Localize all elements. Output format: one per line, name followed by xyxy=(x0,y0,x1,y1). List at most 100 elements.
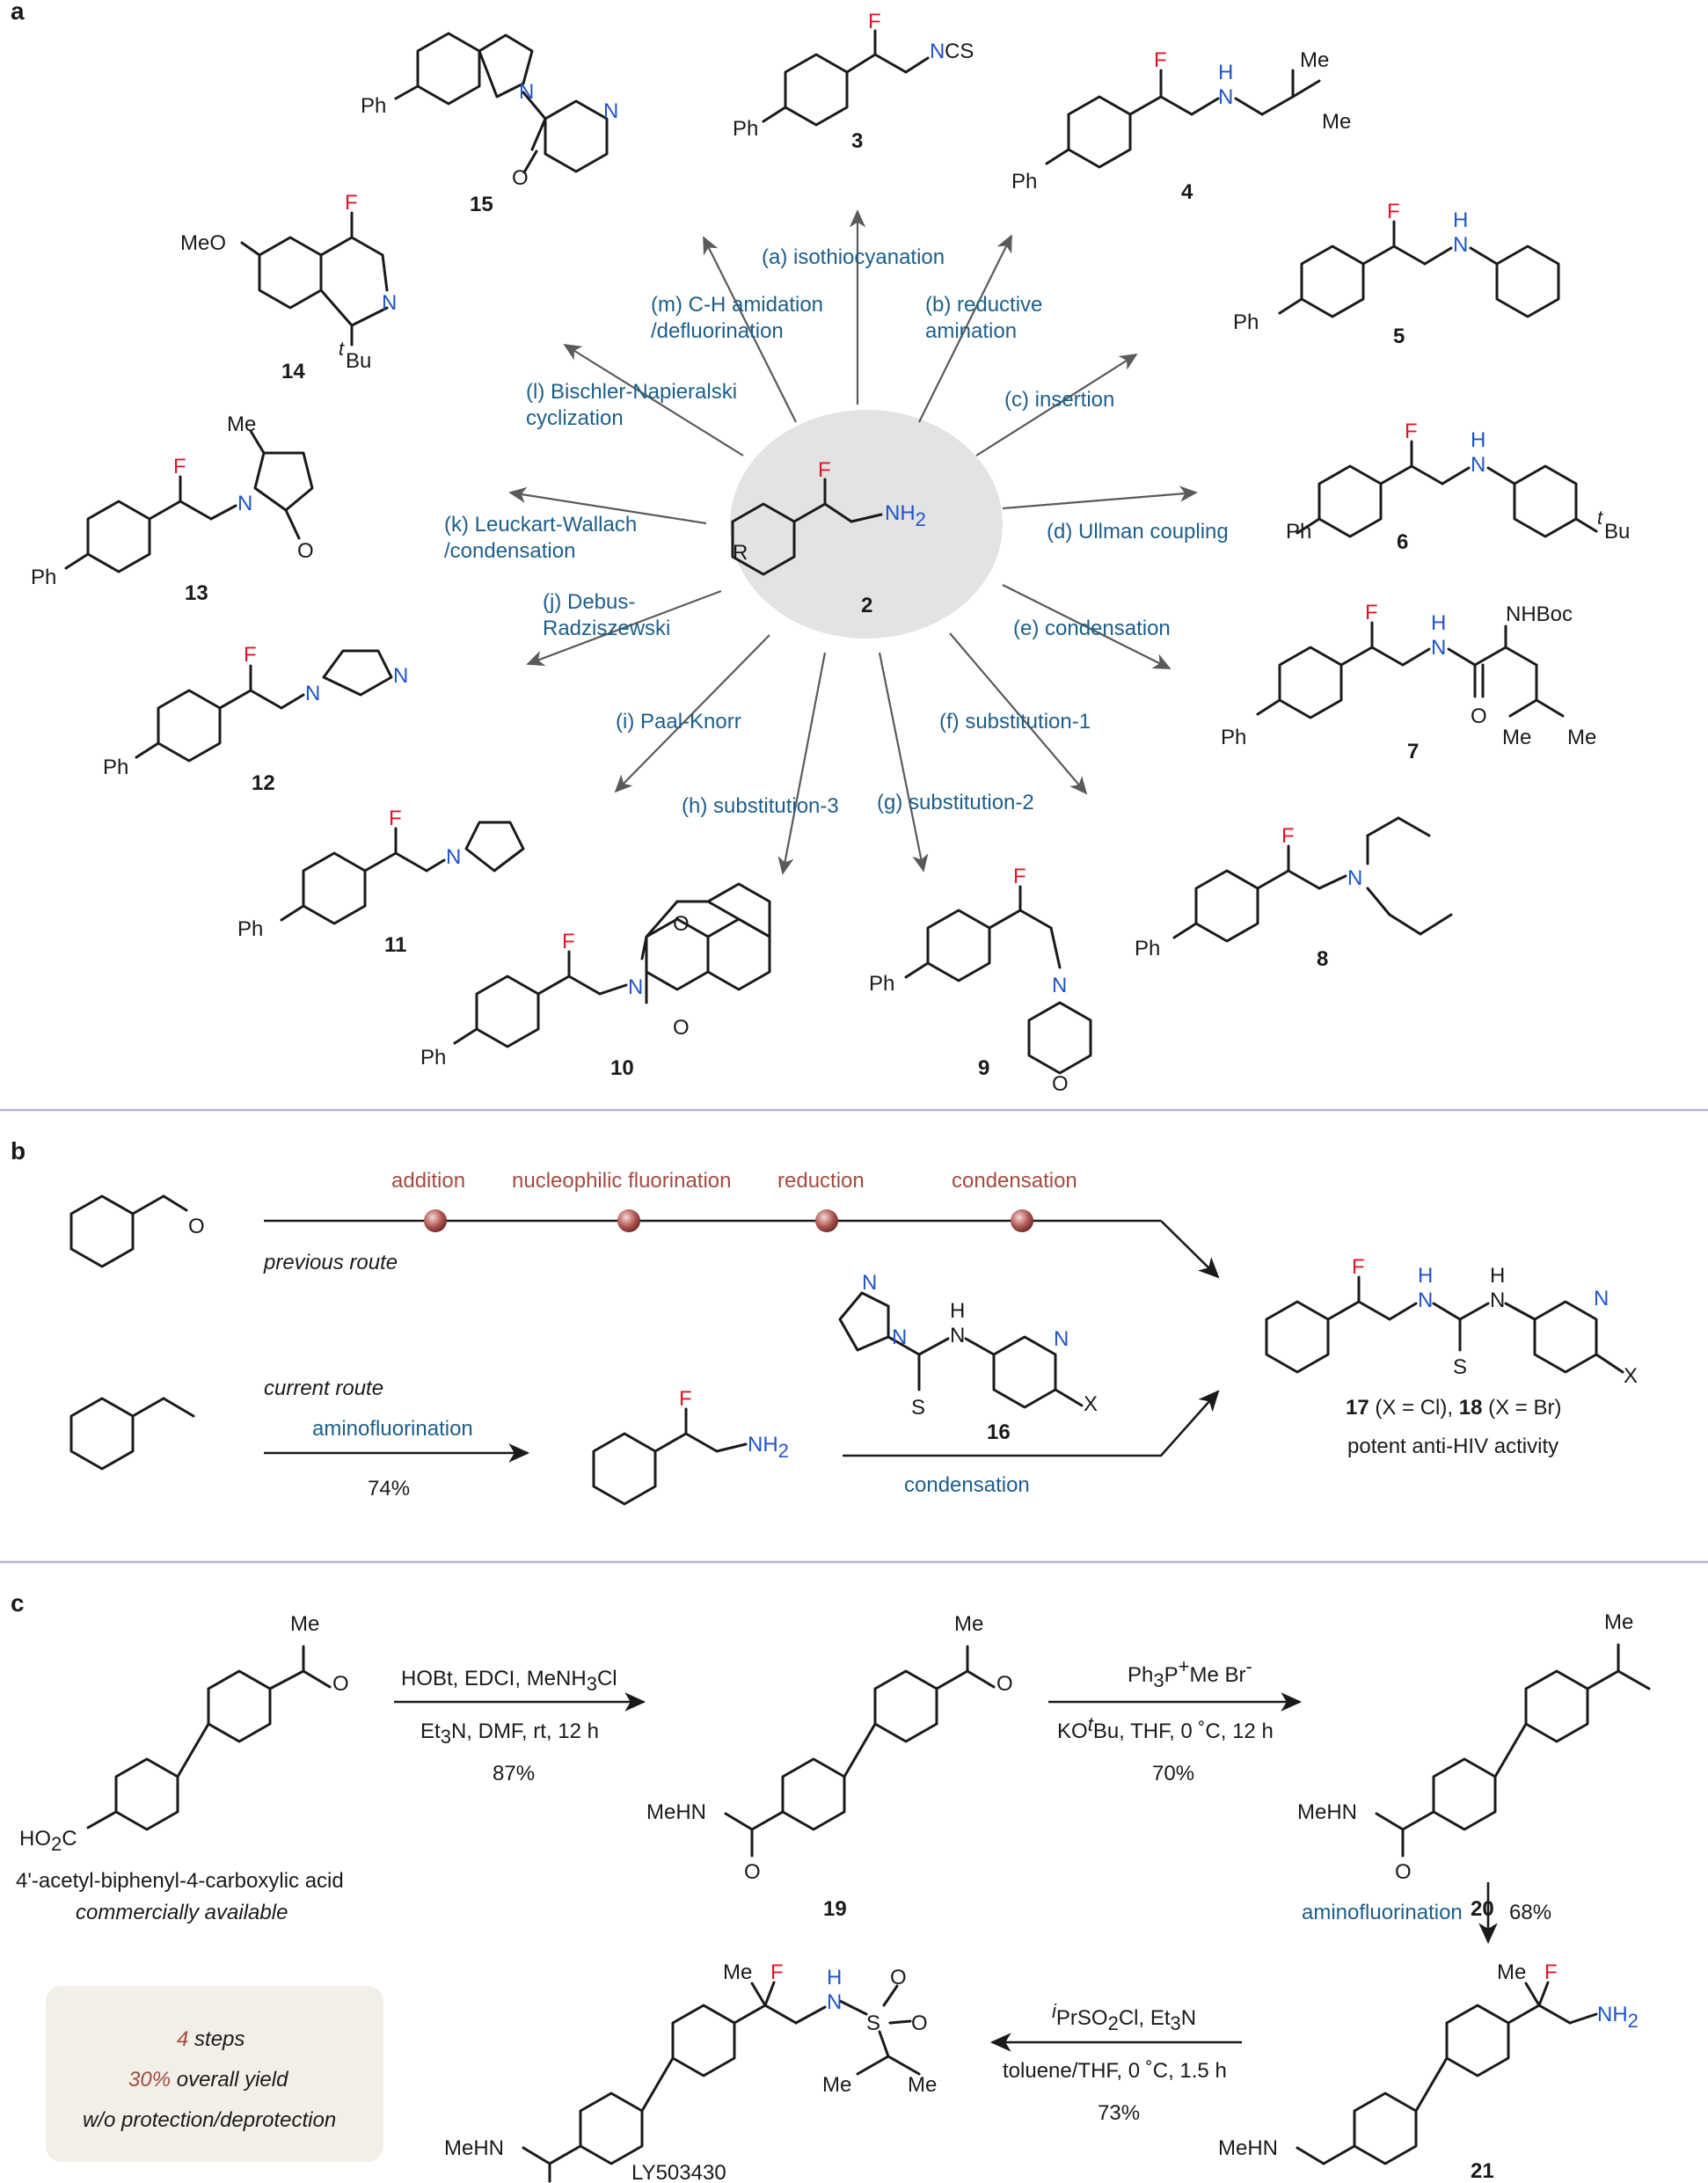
fluoroamine-fluorine: F xyxy=(679,1387,692,1411)
reagent-16-sulfur: S xyxy=(911,1396,925,1420)
drug-fluorine: F xyxy=(770,1960,784,1984)
step1-yield: 87% xyxy=(493,1762,535,1785)
compound-number-15: 15 xyxy=(470,193,493,216)
reaction-label-i: (i) Paal-Knorr xyxy=(616,710,741,734)
step-label-fluorination: nucleophilic fluorination xyxy=(512,1169,732,1193)
central-highlight xyxy=(730,410,1003,639)
start-note: commercially available xyxy=(76,1901,288,1924)
c5-fluorine: F xyxy=(1387,200,1400,223)
c20-amide-oxygen: O xyxy=(1395,1860,1412,1884)
c7-nitrogen: N xyxy=(1431,636,1446,660)
c3-nitrogen: N xyxy=(930,40,945,63)
drug-oxygen-2: O xyxy=(911,2011,928,2035)
reagent-16-pyridine-nitrogen: N xyxy=(1054,1327,1069,1351)
step3-label: aminofluorination xyxy=(1302,1901,1463,1924)
c5-nitrogen: N xyxy=(1453,233,1468,257)
start-carboxyl: HO2C xyxy=(19,1827,77,1855)
c13-nitrogen: N xyxy=(237,492,252,515)
product-nitrogen-2: N xyxy=(1490,1289,1505,1312)
compound-number-2: 2 xyxy=(861,594,872,617)
c3-fluorine: F xyxy=(868,10,881,33)
reaction-label-b-line2: amination xyxy=(925,319,1017,343)
c10-fluorine: F xyxy=(562,930,575,953)
product-caption: 17 (X = Cl), 18 (X = Br) xyxy=(1346,1396,1561,1420)
fluoroamine-structure xyxy=(592,1407,748,1506)
start-name: 4'-acetyl-biphenyl-4-carboxylic acid xyxy=(16,1869,344,1893)
benzaldehyde-oxygen: O xyxy=(188,1215,205,1238)
c4-methyl-1: Me xyxy=(1300,48,1329,72)
c13-methyl: Me xyxy=(227,413,256,436)
compound-number-3: 3 xyxy=(851,129,863,153)
c12-phenyl: Ph xyxy=(103,756,128,779)
c6-nitrogen: N xyxy=(1471,453,1485,477)
summary-yield: 30% overall yield xyxy=(128,2068,288,2092)
c19-methyl: Me xyxy=(954,1612,983,1636)
c12-nitrogen-1: N xyxy=(305,682,320,705)
step-ball-3 xyxy=(815,1209,838,1232)
c11-nitrogen: N xyxy=(446,845,461,869)
compound-19-structure xyxy=(724,1645,996,1858)
compound-5-structure xyxy=(1278,220,1560,318)
step-label-addition: addition xyxy=(391,1169,465,1193)
c19-oxygen: O xyxy=(996,1672,1013,1696)
c14-fluorine: F xyxy=(345,191,358,215)
compound-number-8: 8 xyxy=(1317,947,1328,971)
reaction-label-k-line2: /condensation xyxy=(444,539,575,563)
aminofluorination-yield: 74% xyxy=(368,1477,410,1500)
c5-phenyl: Ph xyxy=(1233,310,1259,334)
compound-11-structure xyxy=(280,821,525,925)
condensation-arrow xyxy=(843,1390,1220,1457)
c7-hydrogen: H xyxy=(1431,611,1446,635)
compound-number-13: 13 xyxy=(185,581,208,605)
step2-reagents-line1: Ph3P+Me Br- xyxy=(1128,1655,1252,1691)
compound-number-21: 21 xyxy=(1471,2159,1494,2183)
reaction-label-j-line2: Radziszewski xyxy=(543,617,670,640)
reaction-label-j-line1: (j) Debus- xyxy=(543,590,635,614)
step4-reagents-line2: toluene/THF, 0 ˚C, 1.5 h xyxy=(1003,2059,1227,2083)
central-fluorine: F xyxy=(818,458,831,482)
c9-nitrogen: N xyxy=(1052,974,1067,997)
reaction-label-g: (g) substitution-2 xyxy=(877,791,1034,814)
styrene-structure xyxy=(69,1397,195,1471)
summary-box xyxy=(46,1986,383,2162)
compound-number-12: 12 xyxy=(252,771,275,795)
ly503430-structure xyxy=(522,1981,921,2183)
compound-number-6: 6 xyxy=(1397,530,1408,554)
compound-13-structure xyxy=(64,429,314,573)
c21-methylamide: MeHN xyxy=(1218,2136,1278,2160)
c6-hydrogen: H xyxy=(1471,428,1485,452)
reaction-label-h: (h) substitution-3 xyxy=(682,794,839,818)
drug-methyl: Me xyxy=(723,1960,752,1984)
drug-hydrogen: H xyxy=(827,1966,842,1990)
product-x: X xyxy=(1624,1364,1638,1388)
compound-15-structure xyxy=(394,32,609,174)
panel-label-c: c xyxy=(11,1589,25,1617)
previous-route-arrow xyxy=(1160,1220,1220,1279)
step3-yield: 68% xyxy=(1509,1901,1551,1924)
product-fluorine: F xyxy=(1352,1255,1365,1279)
c12-fluorine: F xyxy=(244,643,257,667)
compound-number-14: 14 xyxy=(281,360,305,383)
reaction-label-b-line1: (b) reductive xyxy=(925,293,1042,317)
step-ball-4 xyxy=(1011,1209,1033,1232)
reagent-16-nitrogen-2: N xyxy=(892,1325,907,1349)
step4-reagents-line1: iPrSO2Cl, Et3N xyxy=(1052,2000,1196,2034)
c20-methylamide: MeHN xyxy=(1297,1800,1357,1824)
c21-methyl: Me xyxy=(1497,1960,1526,1984)
c21-nh2: NH2 xyxy=(1597,2003,1639,2032)
c12-nitrogen-2: N xyxy=(393,664,408,688)
fluoroamine-nh2: NH2 xyxy=(748,1433,789,1462)
c4-nitrogen: N xyxy=(1218,85,1233,109)
c8-nitrogen: N xyxy=(1347,866,1362,890)
step-label-reduction: reduction xyxy=(777,1169,865,1193)
c6-fluorine: F xyxy=(1405,420,1418,443)
condensation-label: condensation xyxy=(904,1473,1030,1497)
c14-butyl: Bu xyxy=(346,349,371,373)
summary-steps: 4 steps xyxy=(177,2027,245,2051)
c20-methyl: Me xyxy=(1604,1610,1633,1634)
c7-methyl-2: Me xyxy=(1567,726,1596,749)
c11-phenyl: Ph xyxy=(237,917,263,941)
compound-number-4: 4 xyxy=(1181,180,1193,204)
panel-label-b: b xyxy=(11,1137,26,1165)
